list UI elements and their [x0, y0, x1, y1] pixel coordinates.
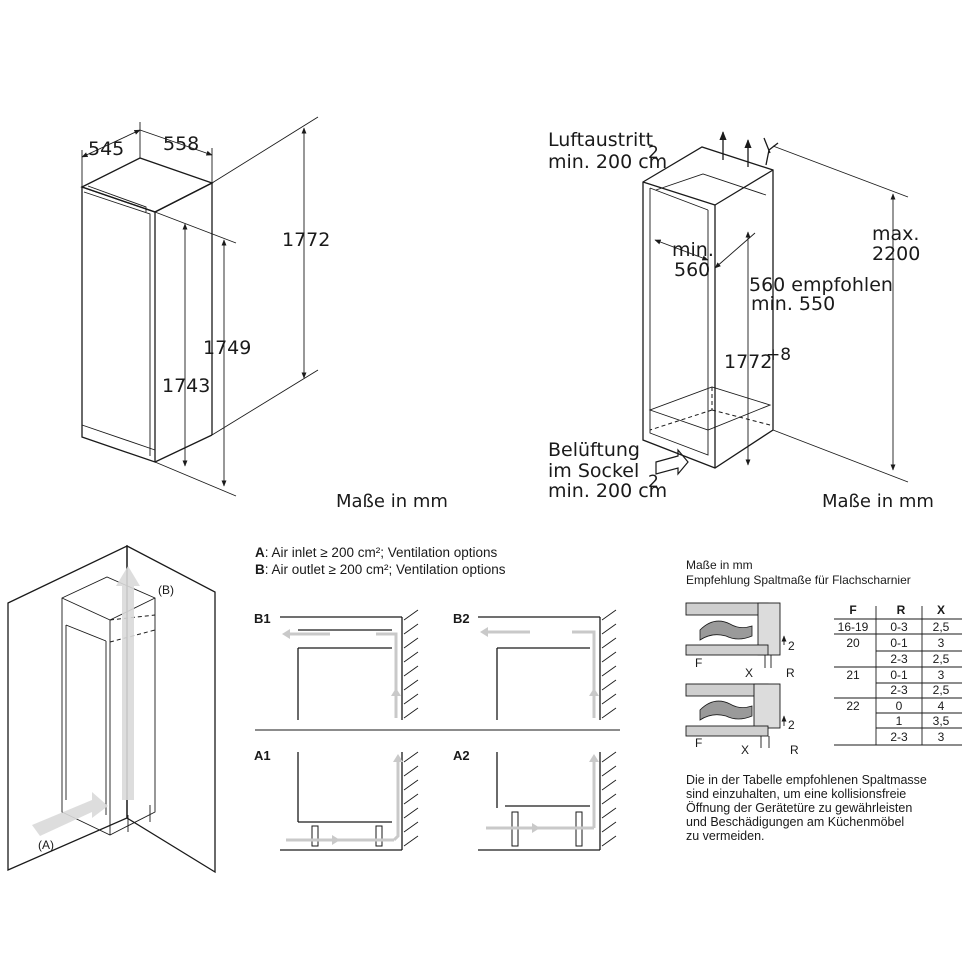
note-line-1: Die in der Tabelle empfohlenen Spaltmass…: [686, 773, 927, 787]
table-cell: 2,5: [933, 620, 950, 634]
r-label-bottom: R: [790, 743, 799, 757]
gap-table: F R X 16-19 0-3 2,5 20 0-1 3 2-3 2,5 21: [834, 603, 962, 746]
air-outlet-label-1: Luftaustritt: [548, 129, 653, 151]
vent-label-3: min. 200 cm: [548, 480, 667, 502]
x-label-top: X: [745, 666, 753, 680]
note-line-5: zu vermeiden.: [686, 829, 765, 843]
note-line-4: und Beschädigungen am Küchenmöbel: [686, 815, 904, 829]
table-cell: 2-3: [890, 683, 908, 697]
width-label-1: min.: [672, 239, 714, 261]
table-header-f: F: [849, 603, 856, 617]
ventilation-options: A: Air inlet ≥ 200 cm²; Ventilation opti…: [254, 545, 620, 851]
dim-545: 545: [88, 138, 124, 160]
table-cell: 4: [938, 699, 945, 713]
vent-label-2: im Sockel: [548, 460, 639, 482]
air-outlet-superscript: 2: [648, 143, 659, 163]
unit-label-left: Maße in mm: [336, 491, 448, 512]
table-cell: 3,5: [933, 714, 950, 728]
gap-label-2-top: 2: [788, 639, 795, 653]
max-height-label-1: max.: [872, 223, 919, 245]
r-label-top: R: [786, 666, 795, 680]
hinge-gap-section: Maße in mm Empfehlung Spaltmaße für Flac…: [685, 558, 962, 843]
note-line-2: sind einzuhalten, um eine kollisionsfrei…: [686, 787, 906, 801]
label-a: (A): [38, 838, 54, 852]
table-cell: 0-1: [890, 636, 908, 650]
gap-label-2-bottom: 2: [788, 718, 795, 732]
panel-a2-label: A2: [453, 748, 470, 763]
appliance-dimension-drawing: 545 558 1772 1749 1743 Maße in mm: [80, 116, 448, 512]
max-height-label-2: 2200: [872, 243, 920, 265]
dim-1749: 1749: [203, 337, 251, 359]
dim-1743: 1743: [162, 375, 210, 397]
table-cell: 2,5: [933, 683, 950, 697]
cabinet-airflow-perspective: (B) (A): [7, 544, 216, 874]
table-header-x: X: [937, 603, 945, 617]
unit-label-right: Maße in mm: [822, 491, 934, 512]
panel-b1-label: B1: [254, 611, 271, 626]
table-cell: 0-1: [890, 668, 908, 682]
table-cell: 2-3: [890, 652, 908, 666]
table-cell: 0-3: [890, 620, 908, 634]
f-label-top: F: [695, 656, 702, 670]
panel-a1-label: A1: [254, 748, 271, 763]
depth-label-1: 560 empfohlen: [749, 274, 893, 296]
depth-label-2: min. 550: [751, 293, 835, 315]
x-label-bottom: X: [741, 743, 749, 757]
note-line-3: Öffnung der Gerätetüre zu gewährleisten: [686, 801, 912, 815]
width-label-2: 560: [674, 259, 710, 281]
niche-height-superscript: +8: [766, 345, 791, 365]
air-outlet-label-2: min. 200 cm: [548, 151, 667, 173]
panel-b2-label: B2: [453, 611, 470, 626]
table-cell: 20: [846, 636, 860, 650]
table-cell: 16-19: [838, 620, 869, 634]
dim-1772: 1772: [282, 229, 330, 251]
table-cell: 2,5: [933, 652, 950, 666]
table-cell: 3: [938, 636, 945, 650]
table-cell: 2-3: [890, 730, 908, 744]
table-cell: 21: [846, 668, 860, 682]
vent-label-1: Belüftung: [548, 439, 640, 461]
table-cell: 0: [896, 699, 903, 713]
gap-title-2: Empfehlung Spaltmaße für Flachscharnier: [686, 573, 911, 587]
f-label-bottom: F: [695, 736, 702, 750]
label-b: (B): [158, 583, 174, 597]
legend-b: B: Air outlet ≥ 200 cm²; Ventilation opt…: [255, 562, 506, 577]
vent-superscript: 2: [648, 472, 659, 492]
niche-dimension-drawing: Luftaustritt min. 200 cm 2 min. 560 560 …: [548, 129, 934, 512]
table-cell: 3: [938, 668, 945, 682]
table-header-r: R: [897, 603, 906, 617]
table-cell: 3: [938, 730, 945, 744]
table-cell: 22: [846, 699, 860, 713]
gap-title-1: Maße in mm: [686, 558, 753, 572]
legend-a: A: Air inlet ≥ 200 cm²; Ventilation opti…: [255, 545, 498, 560]
dim-558: 558: [163, 133, 199, 155]
table-cell: 1: [896, 714, 903, 728]
niche-height-label: 1772: [724, 351, 772, 373]
